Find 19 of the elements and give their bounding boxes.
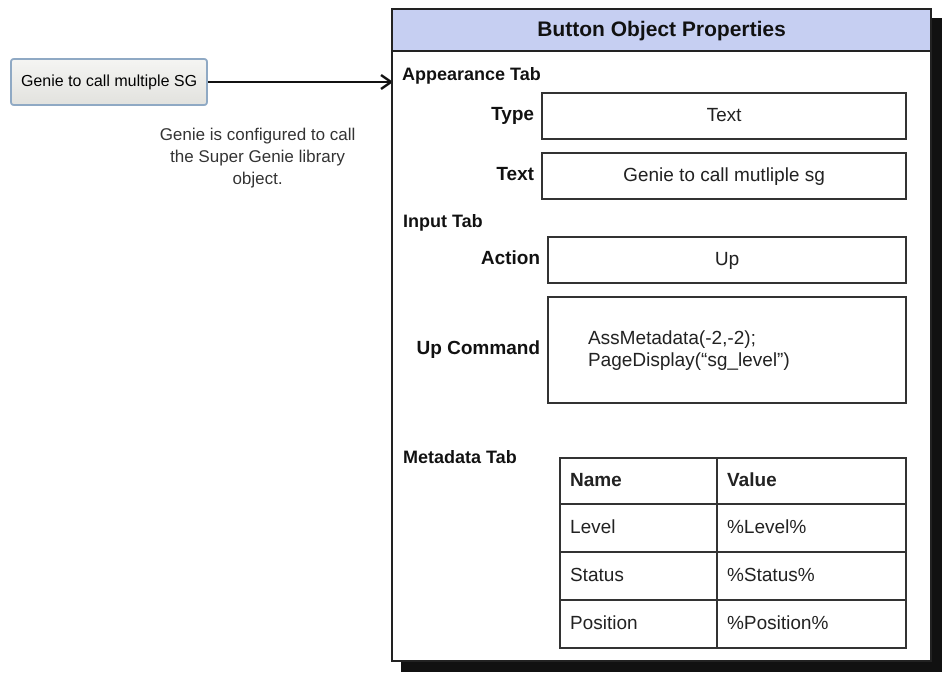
- section-heading: Input Tab: [403, 211, 483, 232]
- field-label: Action: [480, 248, 540, 270]
- section-heading: Metadata Tab: [403, 447, 517, 468]
- table-cell: %Position%: [716, 599, 907, 649]
- field-label: Type: [490, 104, 534, 126]
- section-heading: Appearance Tab: [402, 64, 541, 85]
- field-label: Text: [495, 164, 534, 186]
- table-header-cell: Value: [716, 457, 907, 505]
- field-label: Up Command: [416, 338, 540, 360]
- table-header-cell: Name: [559, 457, 718, 505]
- button-widget: Genie to call multiple SG: [10, 58, 208, 106]
- panel-title: Button Object Properties: [393, 10, 930, 52]
- input-field: Genie to call mutliple sg: [541, 152, 907, 200]
- table-cell: Position: [559, 599, 718, 649]
- input-field: AssMetadata(-2,-2); PageDisplay(“sg_level”): [547, 296, 907, 404]
- arrow: [208, 74, 392, 90]
- input-field: Text: [541, 92, 907, 140]
- caption-text: Genie is configured to call the Super Genie library object.: [158, 124, 356, 190]
- input-field: Up: [547, 236, 907, 284]
